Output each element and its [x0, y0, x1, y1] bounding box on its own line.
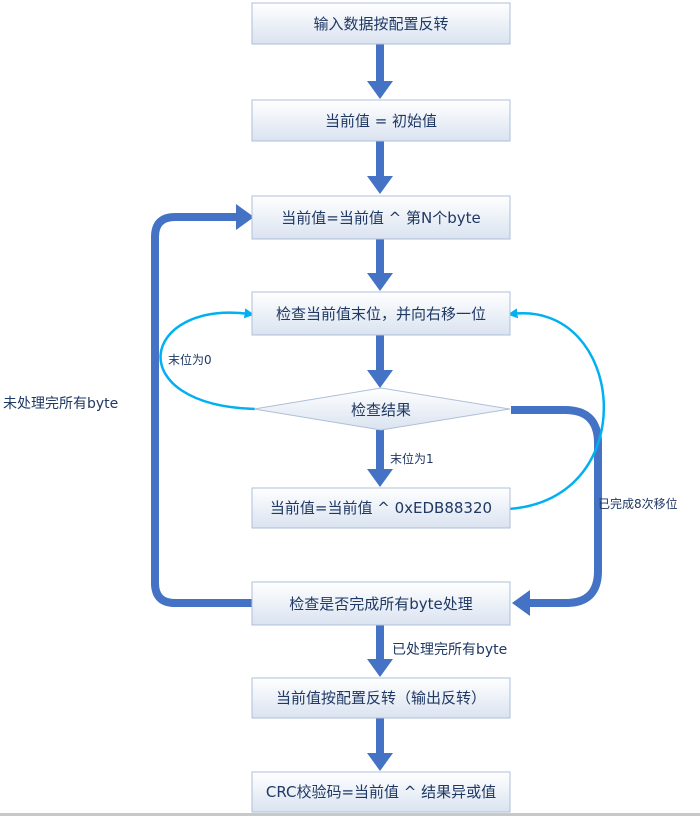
lsb-zero-loop [159, 308, 256, 411]
edge-label-lsb-one: 末位为1 [390, 451, 434, 466]
arrow-check-all-to-output [367, 625, 393, 677]
edge-label-shift-done: 已完成8次移位 [598, 496, 678, 511]
arrow-input-to-init [367, 44, 393, 99]
node-output-reflect-label: 当前值按配置反转（输出反转） [276, 689, 486, 707]
bottom-border [0, 813, 700, 816]
shift-done-arrowhead [512, 590, 530, 616]
node-output-reflect: 当前值按配置反转（输出反转） [251, 677, 511, 719]
node-xor-byte: 当前值=当前值 ^ 第N个byte [251, 195, 511, 240]
arrow-check-lsb-to-result [367, 335, 393, 388]
lsb-one-loop [507, 308, 605, 511]
main-arrows [367, 44, 393, 771]
node-check-all: 检查是否完成所有byte处理 [251, 581, 511, 626]
arrow-output-to-crc [367, 718, 393, 771]
node-init: 当前值 = 初始值 [251, 99, 511, 142]
arrow-init-to-xor [367, 141, 393, 194]
edge-label-bytes-done: 已处理完所有byte [392, 642, 507, 658]
node-input-reflect-label: 输入数据按配置反转 [313, 15, 448, 33]
shift-done-path [511, 406, 602, 616]
arrow-result-to-xor-poly [367, 430, 393, 487]
node-xor-poly-label: 当前值=当前值 ^ 0xEDB88320 [270, 499, 492, 517]
node-check-lsb: 检查当前值末位，并向右移一位 [251, 291, 511, 336]
node-input-reflect: 输入数据按配置反转 [251, 2, 511, 45]
edge-label-lsb-zero: 末位为0 [168, 352, 212, 367]
node-crc-final: CRC校验码=当前值 ^ 结果异或值 [251, 771, 511, 813]
node-check-result-label: 检查结果 [351, 401, 411, 419]
node-check-lsb-label: 检查当前值末位，并向右移一位 [276, 305, 486, 323]
node-check-all-label: 检查是否完成所有byte处理 [289, 595, 473, 613]
bytes-remaining-loop [151, 204, 254, 607]
edge-label-bytes-remaining: 未处理完所有byte [3, 396, 118, 412]
node-init-label: 当前值 = 初始值 [325, 112, 437, 130]
node-crc-final-label: CRC校验码=当前值 ^ 结果异或值 [266, 783, 496, 801]
node-check-result: 检查结果 [253, 387, 511, 431]
node-xor-poly: 当前值=当前值 ^ 0xEDB88320 [251, 487, 511, 529]
loop-arrowhead [236, 204, 254, 230]
node-xor-byte-label: 当前值=当前值 ^ 第N个byte [281, 209, 480, 227]
arrow-xor-to-check-lsb [367, 239, 393, 291]
